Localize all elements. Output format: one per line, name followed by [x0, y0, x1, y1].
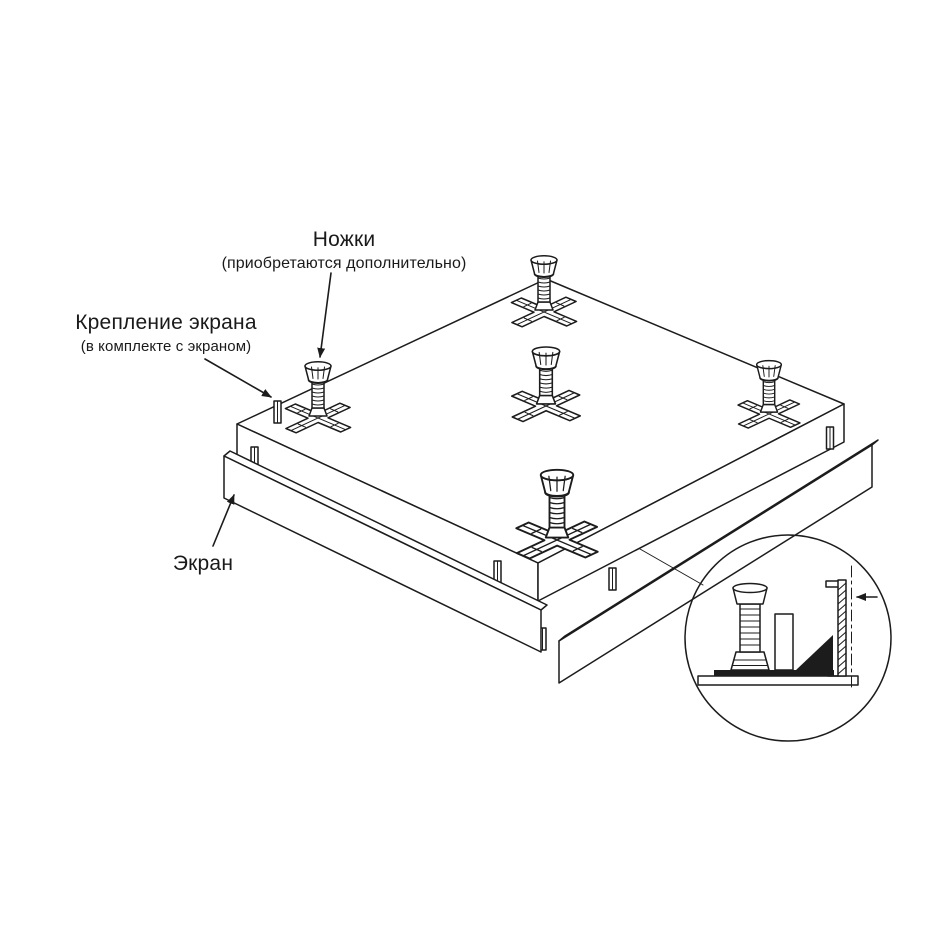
screen-left-panel	[223, 450, 548, 653]
feet-callout-subtitle: (приобретаются дополнительно)	[221, 255, 467, 272]
detail-tray-slab	[697, 675, 859, 686]
screen-mount-callout-arrow	[204, 358, 272, 398]
detail-circle	[684, 534, 892, 742]
screen-callout-title: Экран	[172, 552, 234, 575]
screen-mount-callout-title: Крепление экрана	[75, 311, 257, 334]
detail-view	[684, 534, 892, 742]
mounting-clip	[608, 567, 617, 591]
screen-mount-callout-subtitle: (в комплекте с экраном)	[80, 338, 252, 355]
screen-callout: Экран	[140, 551, 266, 577]
detail-screen-profile	[825, 579, 847, 677]
screen-left-panel-face	[223, 455, 542, 653]
shower-tray	[236, 278, 845, 602]
tray-right-side	[537, 403, 845, 602]
mounting-clip	[825, 426, 835, 450]
detail-corner-bracket	[796, 635, 833, 670]
detail-base-strip	[714, 670, 834, 676]
mounting-clip	[273, 400, 282, 424]
screen-callout-arrow	[212, 494, 235, 547]
feet-callout-title: Ножки	[312, 228, 376, 251]
detail-support-plate	[774, 613, 794, 671]
feet-callout-arrow	[317, 272, 332, 358]
detail-foot	[730, 582, 770, 671]
detail-leader-line	[639, 548, 704, 586]
feet-callout: Ножки (приобретаются дополнительно)	[158, 227, 530, 274]
callout-arrows	[204, 272, 332, 547]
screen-mount-callout: Крепление экрана (в комплекте с экраном)	[38, 310, 294, 357]
